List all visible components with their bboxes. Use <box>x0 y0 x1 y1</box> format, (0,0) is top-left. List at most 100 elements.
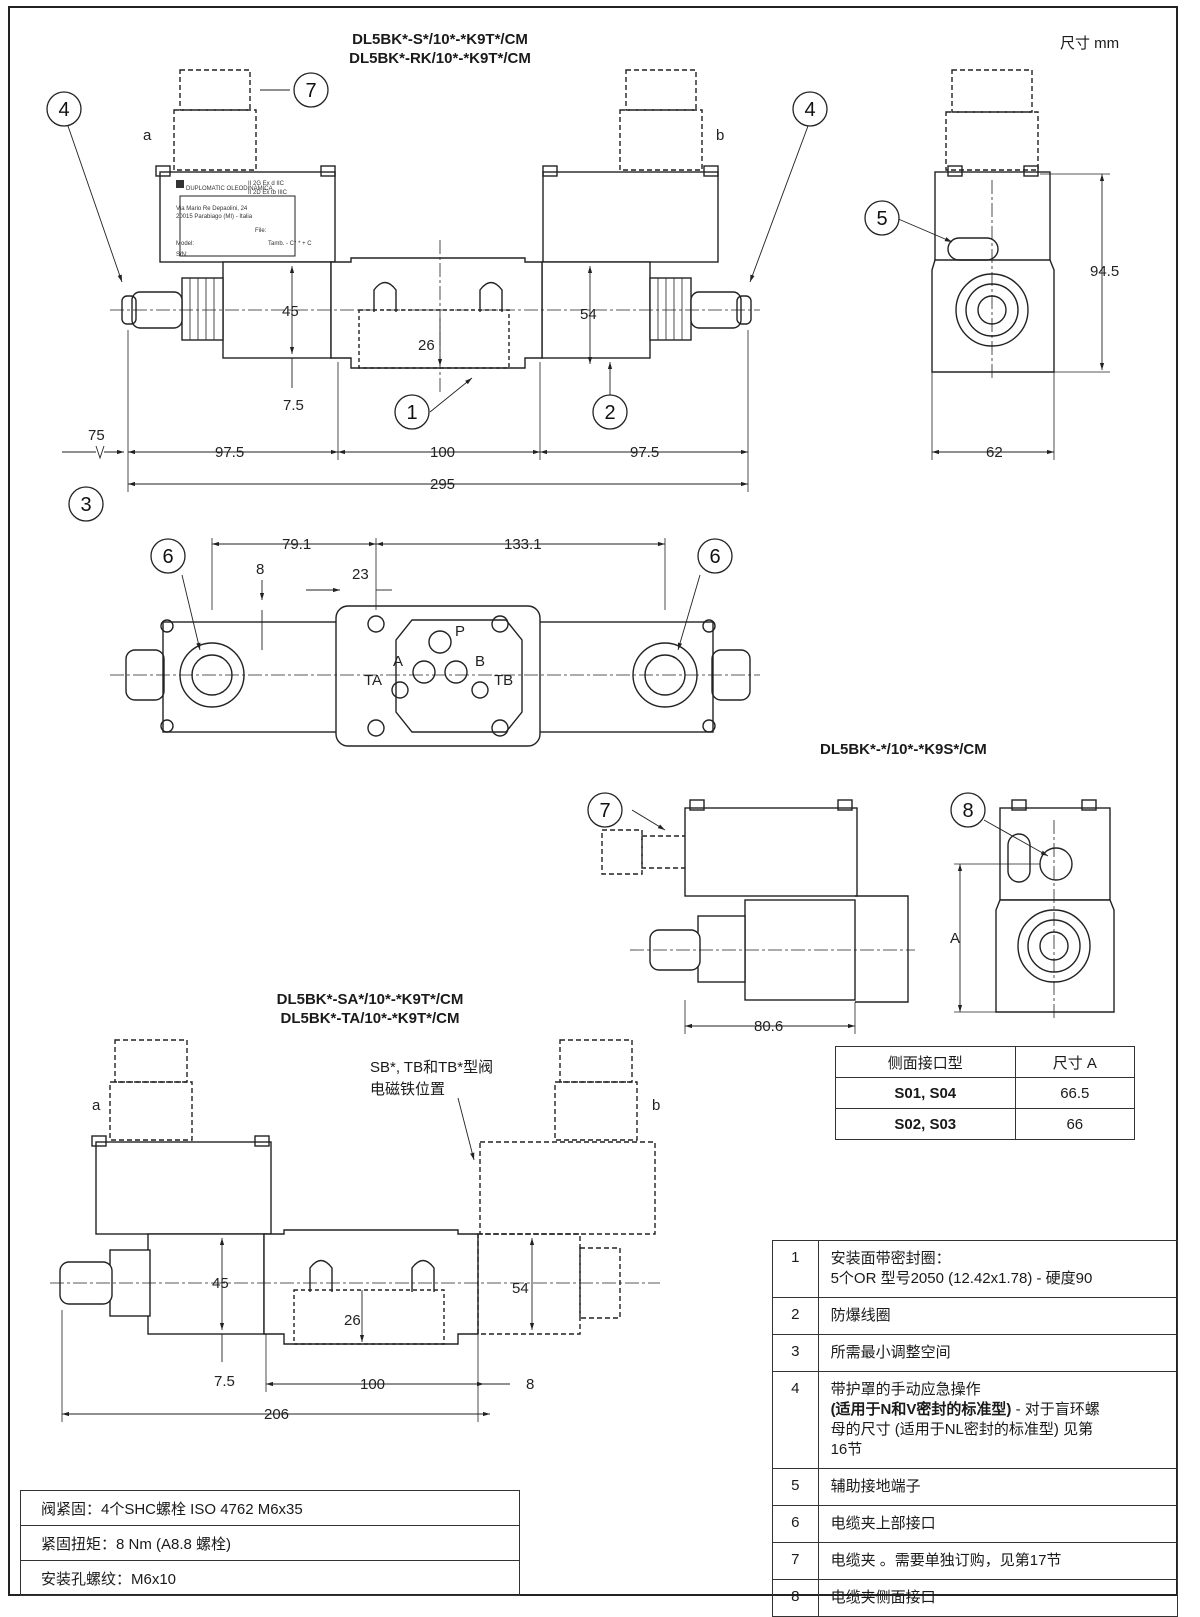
legend-number: 5 <box>772 1468 819 1506</box>
callout-7-top: 7 <box>305 80 316 102</box>
legend-text: 电缆夹 。需要单独订购，见第17节 <box>817 1542 1179 1580</box>
sa-dim-54: 54 <box>512 1280 529 1297</box>
table-cell: S01, S04 <box>835 1077 1016 1109</box>
legend-line: 电缆夹 。需要单独订购，见第17节 <box>830 1552 1062 1569</box>
solenoid-note-line1: SB*, TB和TB*型阀 <box>370 1059 494 1076</box>
callout-1: 1 <box>406 402 417 424</box>
callout-6-left: 6 <box>162 546 173 568</box>
legend-number: 2 <box>772 1297 819 1335</box>
dim-54: 54 <box>580 306 597 323</box>
coil-label-sn: S/N: <box>176 252 188 258</box>
legend-number: 1 <box>772 1240 819 1298</box>
mounting-cell: 紧固扭矩：8 Nm (A8.8 螺栓) <box>20 1525 520 1561</box>
legend-line: 16节 <box>830 1441 863 1458</box>
coil-label-ex2: II 2D Ex tb IIIC <box>248 190 288 196</box>
port-b: B <box>475 653 485 670</box>
coil-label-address1: Via Mario Re Depaolini, 24 <box>176 206 248 212</box>
mounting-row: 阀紧固：4个SHC螺栓 ISO 4762 M6x35 <box>20 1490 520 1526</box>
legend-text: 电缆夹侧面接口 <box>817 1579 1179 1617</box>
dim-23: 23 <box>352 566 369 583</box>
plan-view <box>110 538 760 747</box>
legend-line: 5个OR 型号2050 (12.42x1.78) - 硬度90 <box>830 1270 1093 1287</box>
legend-line: 电缆夹侧面接口 <box>830 1589 936 1606</box>
dim-97-5-left: 97.5 <box>215 444 244 461</box>
legend-row: 5 辅助接地端子 <box>772 1468 1179 1506</box>
callout-8: 8 <box>962 800 973 822</box>
dim-8-plan: 8 <box>256 561 264 578</box>
mounting-cell: 安装孔螺纹：M6x10 <box>20 1560 520 1596</box>
legend-row: 2 防爆线圈 <box>772 1297 1179 1335</box>
sa-dim-206: 206 <box>264 1406 289 1423</box>
dim-133-1: 133.1 <box>504 536 542 553</box>
sa-letter-a: a <box>92 1097 101 1114</box>
coil-label-tamb: Tamb. - C° * + C <box>268 241 312 247</box>
table-header-cell: 尺寸 A <box>1014 1046 1136 1078</box>
units-label: 尺寸 mm <box>1060 35 1120 52</box>
top-view-title-line2: DL5BK*-RK/10*-*K9T*/CM <box>349 50 531 67</box>
legend-number: 7 <box>772 1542 819 1580</box>
legend-line-rest: - 对于盲环螺 <box>1011 1401 1100 1418</box>
callout-4-right: 4 <box>804 99 815 121</box>
sa-view-title-line1: DL5BK*-SA*/10*-*K9T*/CM <box>276 991 464 1008</box>
sa-dim-7-5: 7.5 <box>214 1373 235 1390</box>
callout-2: 2 <box>604 402 615 424</box>
legend-text: 防爆线圈 <box>817 1297 1179 1335</box>
legend-line: 带护罩的手动应急操作 <box>830 1381 981 1398</box>
dim-295: 295 <box>430 476 455 493</box>
sa-dim-45: 45 <box>212 1275 229 1292</box>
legend-row: 6 电缆夹上部接口 <box>772 1505 1179 1543</box>
coil-label-file: File: <box>255 228 267 234</box>
end-view <box>895 69 1110 460</box>
callout-6-right: 6 <box>709 546 720 568</box>
legend-line: 辅助接地端子 <box>830 1478 921 1495</box>
legend-line: (适用于N和V密封的标准型) - 对于盲环螺 <box>831 1400 1165 1420</box>
port-tb: TB <box>494 672 513 689</box>
dim-26: 26 <box>418 337 435 354</box>
top-view <box>62 69 809 492</box>
dim-94-5: 94.5 <box>1090 263 1119 280</box>
table-row: S02, S03 66 <box>835 1108 1136 1140</box>
legend-row: 8 电缆夹侧面接口 <box>772 1579 1179 1617</box>
dim-a: A <box>950 930 960 947</box>
dim-79-1: 79.1 <box>282 536 311 553</box>
legend-line-bold: (适用于N和V密封的标准型) <box>830 1401 1012 1418</box>
legend-line: 防爆线圈 <box>830 1307 891 1324</box>
table-header-cell: 侧面接口型 <box>835 1046 1016 1078</box>
solenoid-position-note: SB*, TB和TB*型阀 电磁铁位置 <box>370 1057 493 1101</box>
legend-row: 4 带护罩的手动应急操作(适用于N和V密封的标准型) - 对于盲环螺母的尺寸 (… <box>772 1371 1179 1469</box>
dim-62: 62 <box>986 444 1003 461</box>
top-view-title-line1: DL5BK*-S*/10*-*K9T*/CM <box>352 31 528 48</box>
callout-5: 5 <box>876 208 887 230</box>
legend-text: 安装面带密封圈： 5个OR 型号2050 (12.42x1.78) - 硬度90 <box>817 1240 1179 1298</box>
dim-97-5-right: 97.5 <box>630 444 659 461</box>
legend-text: 带护罩的手动应急操作(适用于N和V密封的标准型) - 对于盲环螺母的尺寸 (适用… <box>817 1371 1179 1469</box>
port-a: A <box>393 653 403 670</box>
legend-number: 6 <box>772 1505 819 1543</box>
legend-row: 7 电缆夹 。需要单独订购，见第17节 <box>772 1542 1179 1580</box>
sa-dim-100: 100 <box>360 1376 385 1393</box>
mounting-row: 安装孔螺纹：M6x10 <box>20 1560 520 1596</box>
coil-label-ex1: II 2G Ex d IIC <box>248 181 285 187</box>
sa-view-title: DL5BK*-SA*/10*-*K9T*/CM DL5BK*-TA/10*-*K… <box>240 990 500 1028</box>
table-header-row: 侧面接口型 尺寸 A <box>835 1046 1136 1078</box>
legend-line: 所需最小调整空间 <box>830 1344 951 1361</box>
legend-line: 电缆夹上部接口 <box>830 1515 936 1532</box>
sa-letter-b: b <box>652 1097 660 1114</box>
sa-dim-8: 8 <box>526 1376 534 1393</box>
dim-45: 45 <box>282 303 299 320</box>
legend-number: 3 <box>772 1334 819 1372</box>
sa-view <box>50 1039 660 1422</box>
table-cell: S02, S03 <box>835 1108 1016 1140</box>
mounting-row: 紧固扭矩：8 Nm (A8.8 螺栓) <box>20 1525 520 1561</box>
solenoid-note-line2: 电磁铁位置 <box>370 1081 446 1098</box>
callouts <box>46 72 986 828</box>
coil-label-model: Model: <box>176 241 194 247</box>
top-letter-b: b <box>716 127 724 144</box>
port-ta: TA <box>364 672 382 689</box>
legend-line: 安装面带密封圈： <box>830 1250 951 1267</box>
legend-table: 1 安装面带密封圈： 5个OR 型号2050 (12.42x1.78) - 硬度9… <box>772 1240 1179 1617</box>
table-cell: 66 <box>1014 1108 1136 1140</box>
side-port-table: 侧面接口型 尺寸 A S01, S04 66.5 S02, S03 66 <box>835 1046 1136 1140</box>
